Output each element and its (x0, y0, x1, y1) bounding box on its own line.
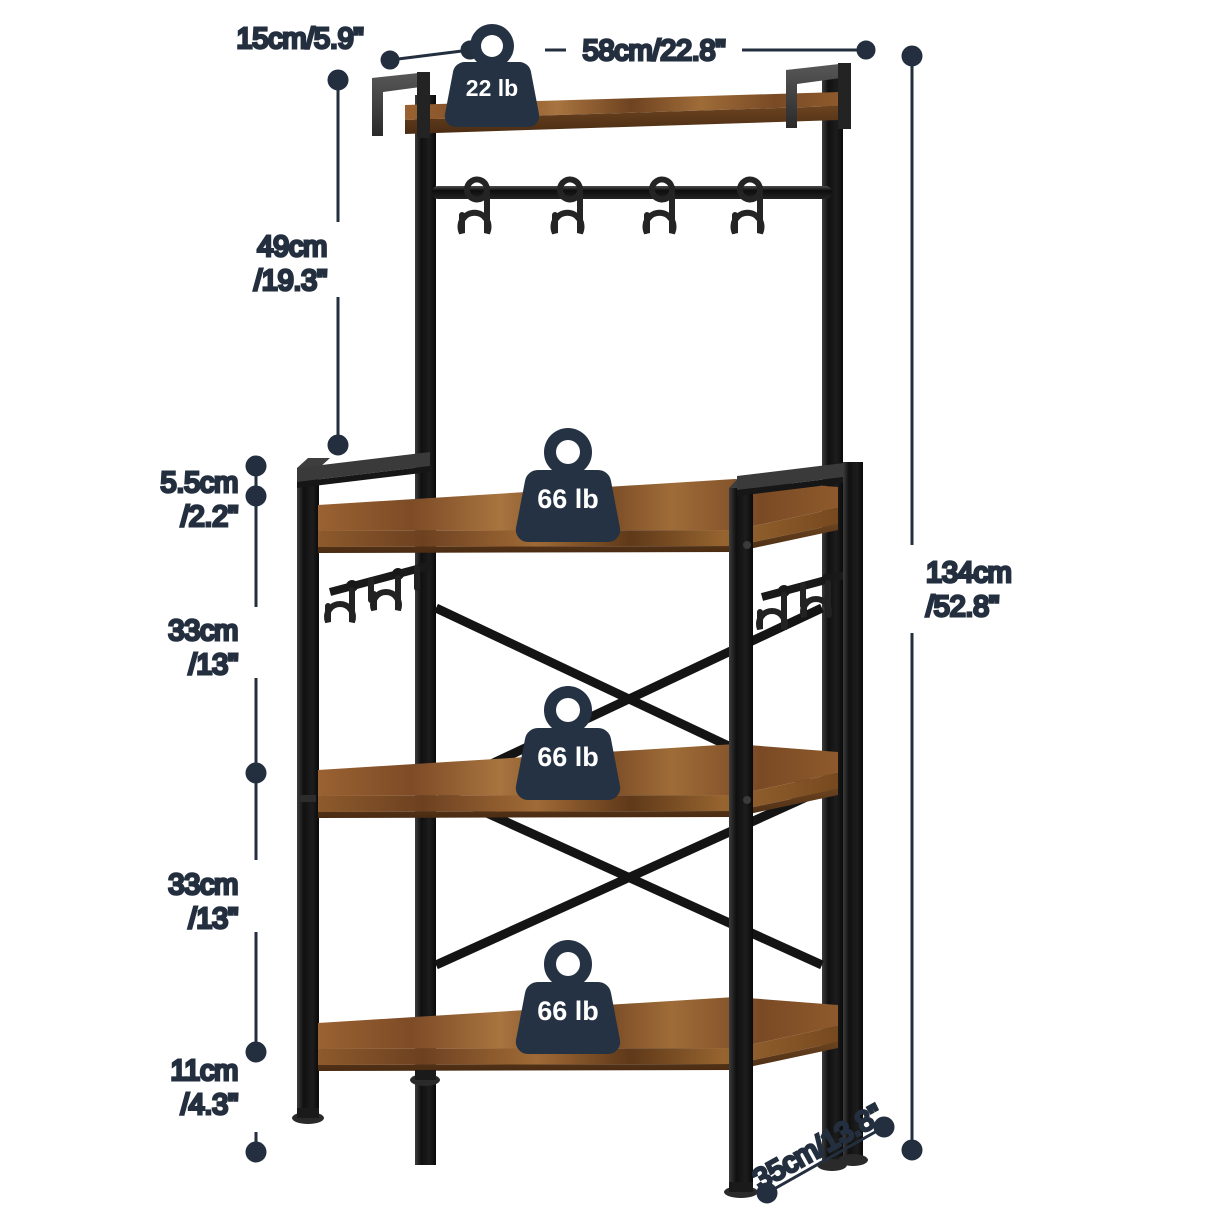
dim-tier-gap-lower-label-line1: 33cm (168, 869, 238, 901)
top-hook-rail (432, 186, 832, 199)
badge-bottom-shelf-label: 66 lb (537, 996, 599, 1026)
rear-left-post-foot (410, 1070, 440, 1086)
dim-shelf-offset-label-line2: /2.2" (181, 501, 238, 533)
dim-tier-gap-upper (245, 500, 267, 784)
dim-tier-gap-upper-label-line1: 33cm (168, 615, 238, 647)
rear-posts (415, 72, 843, 1165)
dim-top-gap-height-label-line2: /19.3" (254, 265, 327, 297)
dim-overall-depth (756, 1116, 895, 1204)
upper-frame-rim-right (737, 462, 868, 1166)
dim-top-gap-height (327, 69, 349, 456)
dim-top-shelf-depth-label: 15cm/5.9" (237, 23, 364, 55)
badge-third-shelf: 66 lb (515, 686, 621, 801)
badge-second-shelf-label: 66 lb (537, 484, 599, 514)
dim-top-gap-height-label-line1: 49cm (257, 231, 327, 263)
front-left-post (292, 458, 330, 1124)
top-rail-s-hooks (457, 176, 765, 235)
top-shelf-bracket-left (372, 72, 430, 138)
dim-top-shelf-width (545, 40, 876, 60)
dim-tier-gap-lower-label-line2: /13" (189, 903, 238, 935)
top-shelf-bracket-right (786, 63, 851, 129)
dim-bottom-clearance-label-line2: /4.3" (181, 1089, 238, 1121)
dim-total-height-label-line1: 134cm (926, 557, 1012, 589)
dim-top-shelf-width-label: 58cm/22.8" (583, 35, 726, 67)
left-side-s-hooks (324, 565, 420, 624)
dim-bottom-clearance-label-line1: 11cm (170, 1055, 238, 1087)
upper-frame-rim-left (297, 452, 430, 488)
dim-tier-gap-upper-label-line2: /13" (189, 649, 238, 681)
dim-bottom-clearance (245, 1058, 267, 1163)
badge-top-shelf-label: 22 lb (466, 75, 518, 101)
dim-total-height-label-line2: /52.8" (926, 591, 999, 623)
right-side-hook-rail (760, 569, 854, 601)
badge-third-shelf-label: 66 lb (537, 742, 599, 772)
badge-bottom-shelf: 66 lb (515, 940, 621, 1055)
badge-top-shelf: 22 lb (444, 24, 540, 128)
dim-total-height (901, 45, 923, 1161)
dim-shelf-offset-label-line1: 5.5cm (161, 467, 238, 499)
badge-second-shelf: 66 lb (515, 428, 621, 543)
